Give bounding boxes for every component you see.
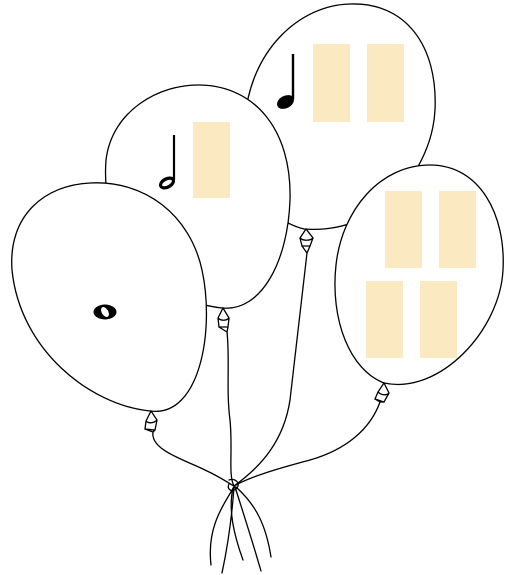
balloon-knot <box>299 227 314 247</box>
string-half-note <box>226 331 235 487</box>
answer-box-quarter-2[interactable] <box>367 44 404 122</box>
string-empty <box>233 401 381 487</box>
balloon-neck <box>374 398 384 403</box>
answer-box-quarter-1[interactable] <box>313 44 350 122</box>
strand-4 <box>235 486 272 558</box>
strand-2 <box>221 486 235 574</box>
answer-box-empty-3[interactable] <box>366 281 403 358</box>
quarter-note-icon <box>277 54 295 109</box>
whole-note-icon <box>93 304 117 320</box>
strand-5 <box>230 487 244 561</box>
answer-box-empty-2[interactable] <box>439 191 476 268</box>
balloon-knot <box>217 306 230 328</box>
string-whole-note <box>152 431 235 487</box>
answer-box-empty-4[interactable] <box>420 281 457 358</box>
balloon-neck <box>218 326 229 334</box>
balloon-whole-note <box>11 182 208 433</box>
strand-1 <box>209 486 235 566</box>
balloon-knot <box>374 381 390 403</box>
answer-box-half-1[interactable] <box>193 122 230 198</box>
string-quarter-note <box>233 252 308 487</box>
balloon-strings <box>152 252 381 574</box>
strand-3 <box>234 486 262 572</box>
answer-boxes <box>193 44 476 358</box>
answer-box-empty-1[interactable] <box>385 191 422 268</box>
balloon-knot <box>144 409 158 431</box>
balloon-neck <box>144 428 156 433</box>
balloon-body <box>11 182 208 412</box>
balloon-neck <box>301 245 311 255</box>
half-note-icon <box>159 135 176 190</box>
